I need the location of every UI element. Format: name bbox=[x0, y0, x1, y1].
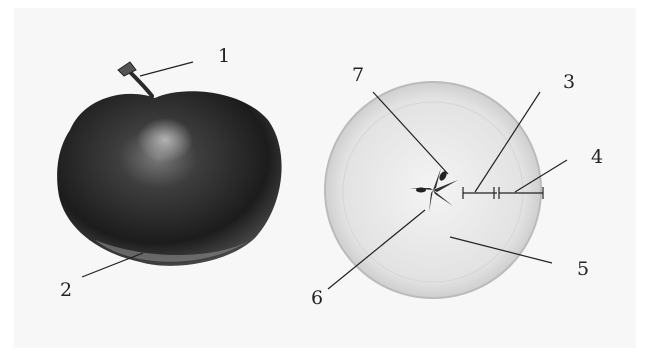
apple-cross-section bbox=[325, 82, 543, 298]
seed bbox=[416, 188, 426, 193]
leader-1 bbox=[140, 62, 193, 76]
apple-highlight bbox=[137, 118, 193, 162]
whole-apple bbox=[57, 62, 281, 266]
leader-2 bbox=[82, 253, 143, 277]
label-3: 3 bbox=[563, 71, 575, 93]
apple-body bbox=[57, 91, 281, 266]
label-6: 6 bbox=[311, 287, 323, 309]
label-7: 7 bbox=[352, 64, 364, 86]
label-1: 1 bbox=[218, 45, 230, 67]
label-2: 2 bbox=[60, 279, 72, 301]
label-5: 5 bbox=[577, 258, 589, 280]
label-4: 4 bbox=[591, 146, 603, 168]
